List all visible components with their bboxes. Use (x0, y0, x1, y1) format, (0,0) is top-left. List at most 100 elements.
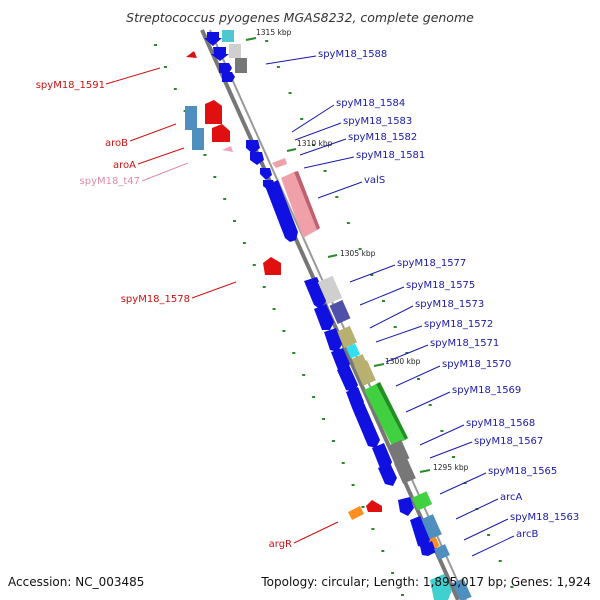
gene-arrow[interactable] (348, 506, 364, 520)
guide-dot (173, 88, 177, 90)
gene-block[interactable] (235, 58, 247, 73)
gene-label[interactable]: spyM18_1582 (348, 132, 417, 143)
gene-arrow[interactable] (250, 152, 264, 165)
gene-block[interactable] (281, 172, 317, 238)
gene-block[interactable] (434, 544, 450, 560)
gene-arrow[interactable] (246, 140, 260, 154)
gene-arrow[interactable] (211, 47, 229, 61)
gene-label[interactable]: spyM18_1575 (406, 280, 475, 291)
gene-block[interactable] (329, 300, 351, 324)
gene-block[interactable] (229, 44, 241, 58)
guide-dot (358, 248, 362, 250)
gene-arrow[interactable] (346, 387, 364, 410)
guide-dot (335, 196, 339, 198)
gene-label[interactable]: argR (269, 539, 292, 550)
guide-dot (282, 330, 286, 332)
gene-block[interactable] (317, 275, 343, 305)
gene-label[interactable]: spyM18_t47 (80, 176, 140, 187)
guide-dot (487, 534, 491, 536)
gene-block[interactable] (420, 514, 442, 540)
genome-summary-text: Topology: circular; Length: 1,895,017 bp… (260, 575, 591, 589)
gene-label[interactable]: spyM18_1584 (336, 98, 405, 109)
accession-text: Accession: NC_003485 (8, 575, 144, 589)
guide-dot (382, 300, 385, 302)
gene-label[interactable]: spyM18_1571 (430, 338, 499, 349)
gene-label[interactable]: spyM18_1577 (397, 258, 466, 269)
gene-arrow[interactable] (272, 158, 287, 168)
gene-arrow[interactable] (410, 516, 430, 548)
gene-arrow[interactable] (378, 463, 397, 486)
gene-arrow[interactable] (265, 180, 298, 242)
guide-dot (428, 404, 432, 406)
gene-block[interactable] (354, 360, 376, 386)
gene-label[interactable]: spyM18_1565 (488, 466, 557, 477)
guide-dot (322, 418, 325, 420)
guide-dot (223, 198, 227, 200)
gene-arrow[interactable] (314, 304, 334, 330)
gene-label[interactable]: spyM18_1570 (442, 359, 511, 370)
gene-label[interactable]: spyM18_1569 (452, 385, 521, 396)
gene-arrow[interactable] (324, 328, 342, 352)
gene-arrow[interactable] (420, 541, 436, 556)
gene-arrow[interactable] (222, 146, 233, 152)
gene-block[interactable] (345, 343, 361, 359)
gene-block[interactable] (364, 384, 405, 446)
gene-block[interactable] (394, 458, 416, 484)
gene-arrow[interactable] (263, 257, 281, 275)
gene-block[interactable] (185, 106, 197, 130)
gene-arrow[interactable] (337, 365, 358, 392)
guide-dot (163, 66, 167, 68)
gene-label[interactable]: spyM18_1583 (343, 116, 412, 127)
guide-dot (498, 560, 502, 562)
gene-arrow[interactable] (331, 348, 350, 372)
gene-label[interactable]: arcA (500, 492, 523, 503)
gene-arrow[interactable] (372, 443, 392, 470)
gene-label[interactable]: spyM18_1572 (424, 319, 493, 330)
gene-label[interactable]: spyM18_1563 (510, 512, 579, 523)
gene-arrow[interactable] (304, 277, 327, 309)
gene-label[interactable]: spyM18_1591 (36, 80, 105, 91)
gene-block[interactable] (336, 325, 358, 349)
guide-dot (331, 440, 335, 442)
gene-block[interactable] (222, 30, 234, 42)
guide-dot (242, 242, 246, 244)
gene-label[interactable]: arcB (516, 529, 539, 540)
gene-label[interactable]: aroA (113, 160, 136, 171)
reverse-gene-labels: spyM18_1591 aroB aroA spyM18_t47 spyM18_… (36, 80, 292, 550)
gene-arrow[interactable] (219, 63, 232, 73)
gene-block[interactable] (452, 578, 472, 600)
gene-arrow[interactable] (366, 500, 382, 512)
guide-dot (233, 220, 236, 222)
gene-arrow[interactable] (205, 100, 222, 124)
guide-dot (292, 352, 296, 354)
tick-label: 1305 kbp (340, 249, 376, 258)
scale-ticks: 1315 kbp 1310 kbp 1305 kbp 1300 kbp 1295… (245, 28, 469, 473)
gene-arrow[interactable] (186, 51, 197, 58)
gene-label[interactable]: spyM18_1578 (121, 294, 190, 305)
gene-arrow[interactable] (222, 72, 235, 82)
gene-label[interactable]: aroB (105, 138, 128, 149)
guide-dot (302, 374, 306, 376)
gene-block[interactable] (411, 491, 433, 511)
gene-block[interactable] (192, 128, 204, 150)
gene-block[interactable] (376, 382, 408, 440)
gene-blocks (185, 30, 472, 600)
gene-label[interactable]: valS (364, 175, 385, 186)
gene-arrow[interactable] (260, 168, 272, 180)
gene-block[interactable] (430, 574, 452, 600)
gene-label[interactable]: spyM18_1567 (474, 436, 543, 447)
map-title: Streptococcus pyogenes MGAS8232, complet… (126, 10, 474, 25)
gene-label[interactable]: spyM18_1573 (415, 299, 484, 310)
gene-label[interactable]: spyM18_1568 (466, 418, 535, 429)
gene-arrow[interactable] (352, 403, 380, 448)
gene-arrow[interactable] (398, 497, 414, 516)
gene-arrow[interactable] (204, 32, 222, 46)
guide-dot (312, 396, 316, 398)
gene-arrow[interactable] (212, 124, 230, 142)
gene-block[interactable] (294, 171, 320, 230)
gene-block[interactable] (388, 440, 410, 464)
gene-label[interactable]: spyM18_1588 (318, 49, 387, 60)
tick-label: 1310 kbp (297, 139, 333, 148)
gene-label[interactable]: spyM18_1581 (356, 150, 425, 161)
